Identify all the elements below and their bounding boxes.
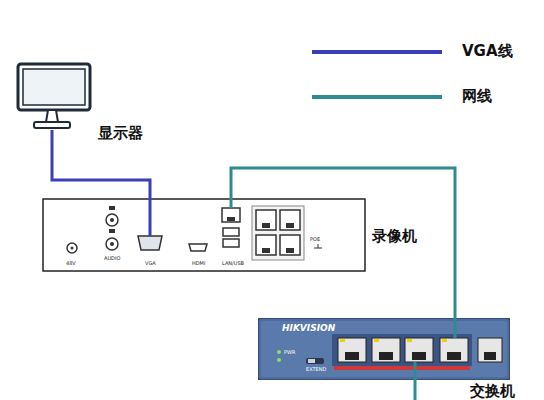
legend-vga-sample bbox=[312, 50, 442, 54]
port-label: EXTEND bbox=[306, 366, 326, 372]
port-label: HIKVISION bbox=[282, 323, 335, 333]
port-label: POE bbox=[310, 236, 320, 242]
device-label: 录像机 bbox=[372, 227, 417, 246]
recorder: 录像机48VAUDIOVGAHDMILAN/USBPOE bbox=[42, 198, 366, 272]
port-label: 48V bbox=[66, 260, 76, 266]
device-drawing bbox=[8, 62, 98, 130]
port-label: LAN/USB bbox=[222, 260, 244, 266]
device-label: 交换机 bbox=[470, 382, 515, 400]
device-label: 显示器 bbox=[98, 124, 143, 143]
port-label: HDMI bbox=[192, 260, 205, 266]
switch: 交换机HIKVISIONPWREXTEND bbox=[258, 318, 510, 380]
monitor: 显示器 bbox=[8, 62, 98, 130]
port-label: AUDIO bbox=[104, 255, 120, 261]
camera-cable bbox=[414, 378, 417, 400]
port-label: PWR bbox=[284, 349, 295, 355]
legend-net-sample bbox=[312, 95, 442, 99]
port-label: VGA bbox=[145, 260, 156, 266]
legend-text: 网线 bbox=[462, 87, 492, 106]
legend-text: VGA线 bbox=[462, 42, 513, 61]
